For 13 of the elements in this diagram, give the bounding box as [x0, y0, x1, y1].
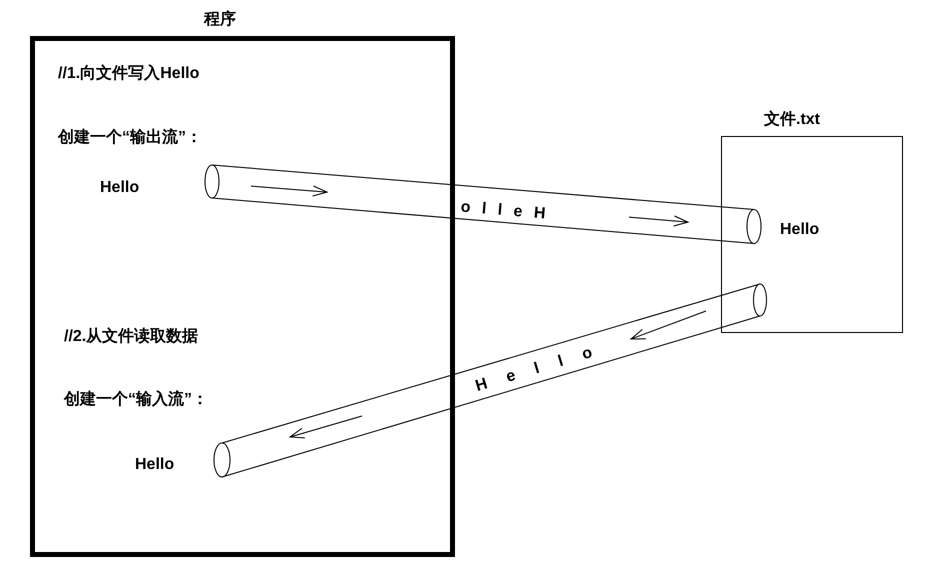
instruction-text: 创建一个“输入流”： [64, 392, 208, 408]
comment-text: //1.向文件写入Hello [58, 66, 200, 82]
box-heading: 程序 [204, 12, 236, 28]
pipe [213, 283, 768, 478]
data-text: Hello [135, 457, 174, 473]
box-heading: 文件.txt [764, 112, 820, 128]
stream-text: H e l l o [472, 342, 602, 397]
comment-text: //2.从文件读取数据 [64, 329, 198, 345]
data-text: Hello [100, 180, 140, 196]
stream-text: o l l e H [459, 199, 550, 223]
data-text: Hello [780, 222, 820, 238]
pipe [204, 164, 762, 244]
instruction-text: 创建一个“输出流”： [58, 130, 202, 146]
